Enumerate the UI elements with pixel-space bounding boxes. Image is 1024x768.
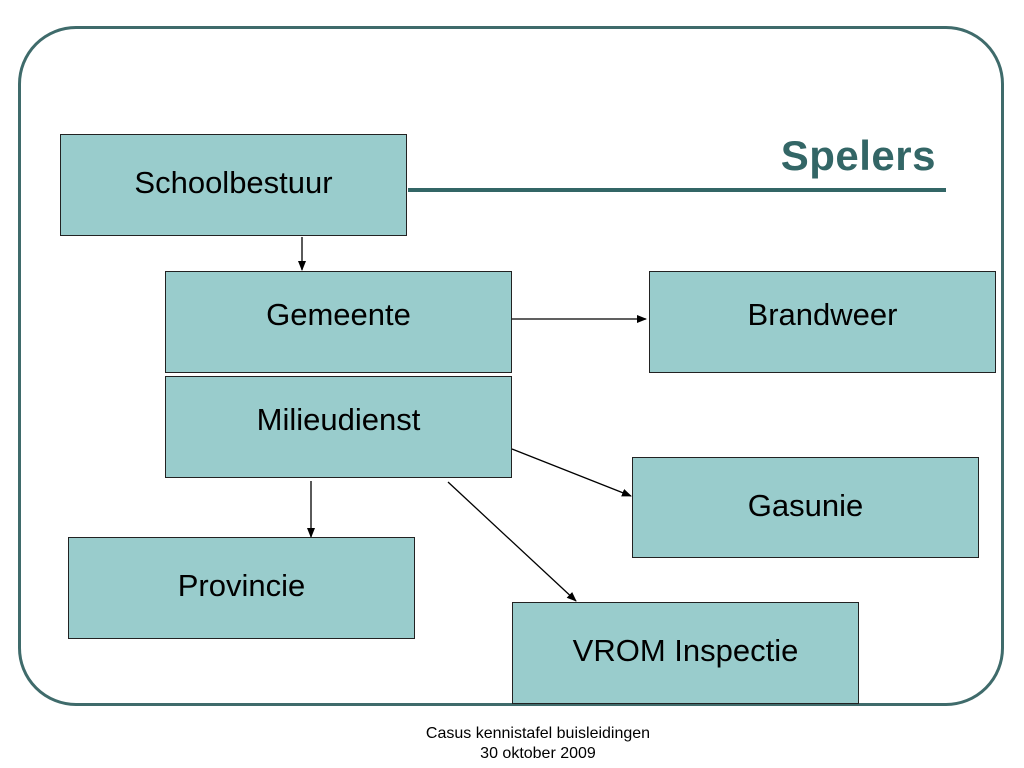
title-underline <box>408 188 946 192</box>
footer-line-1: Casus kennistafel buisleidingen <box>425 725 651 742</box>
node-label: Milieudienst <box>256 402 421 437</box>
node-label: Schoolbestuur <box>134 165 333 200</box>
node-vrom-inspectie: VROM Inspectie <box>512 602 859 704</box>
node-label: VROM Inspectie <box>572 633 799 668</box>
node-brandweer: Brandweer <box>649 271 996 373</box>
node-gemeente: Gemeente <box>165 271 512 373</box>
node-milieudienst: Milieudienst <box>165 376 512 478</box>
node-label: Gasunie <box>747 487 864 523</box>
slide-frame <box>18 26 1004 706</box>
node-label: Provincie <box>177 568 306 603</box>
node-schoolbestuur: Schoolbestuur <box>60 134 407 236</box>
node-label: Brandweer <box>747 297 898 332</box>
footer-line-2: 30 oktober 2009 <box>480 745 596 762</box>
node-provincie: Provincie <box>68 537 415 639</box>
slide-title: Spelers <box>780 132 936 179</box>
slide-footer: Casus kennistafel buisleidingen 30 oktob… <box>0 724 1024 764</box>
node-gasunie: Gasunie <box>632 457 979 558</box>
node-label: Gemeente <box>266 297 411 332</box>
